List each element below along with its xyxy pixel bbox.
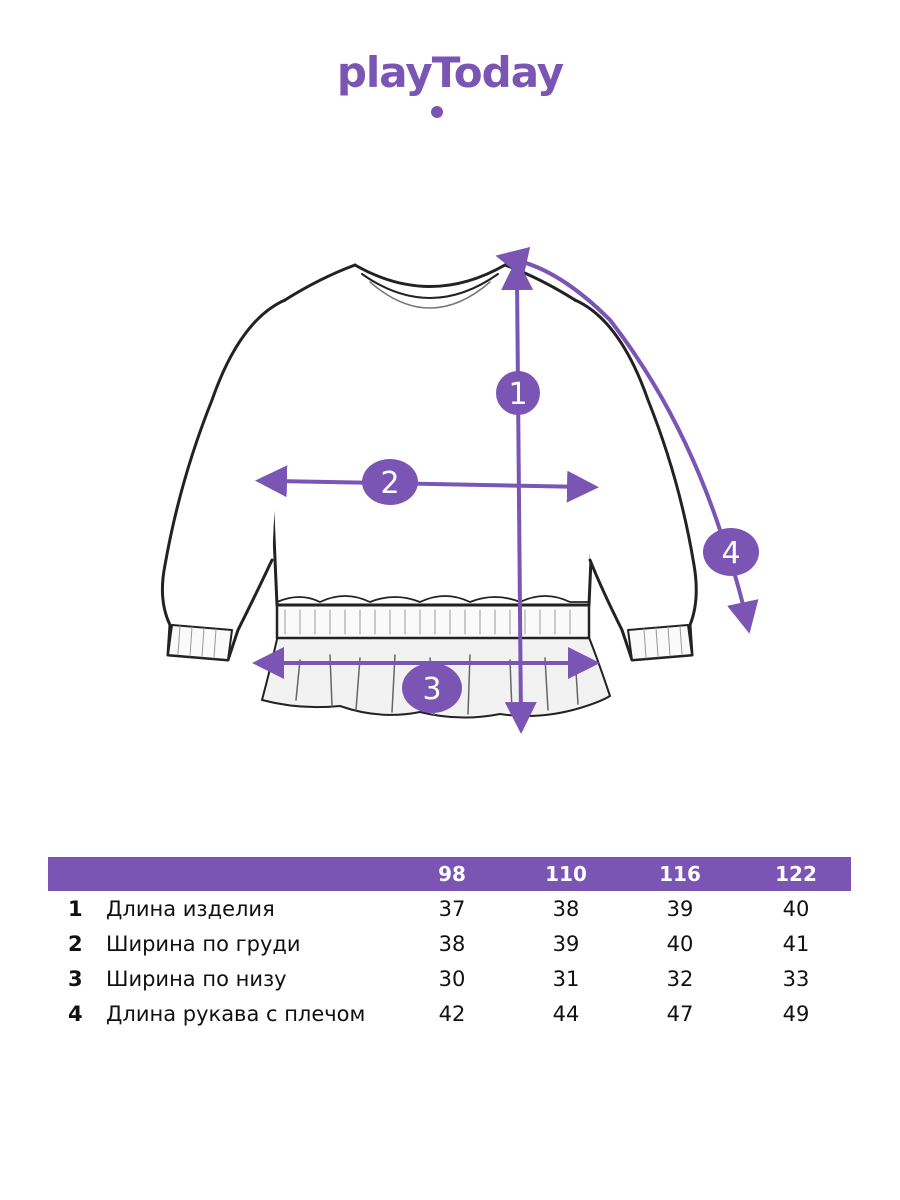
brand-logo-text: playToday — [336, 48, 564, 97]
row-label: Ширина по низу — [106, 967, 287, 991]
table-row: 3 Ширина по низу 30 31 32 33 — [48, 961, 851, 996]
row-value: 39 — [552, 932, 580, 956]
row-value: 33 — [782, 967, 810, 991]
size-header-98: 98 — [438, 862, 466, 886]
row-value: 38 — [552, 897, 580, 921]
sweatshirt-outline — [160, 263, 698, 719]
marker-badge-1: 1 — [496, 371, 540, 415]
row-label: Ширина по груди — [106, 932, 301, 956]
marker-badge-2: 2 — [362, 459, 418, 505]
size-table: 98 110 116 122 1 Длина изделия 37 38 39 … — [48, 857, 851, 1031]
row-value: 47 — [666, 1002, 694, 1026]
marker-badge-4: 4 — [703, 528, 759, 576]
size-table-header: 98 110 116 122 — [48, 857, 851, 891]
row-value: 41 — [782, 932, 810, 956]
row-value: 31 — [552, 967, 580, 991]
row-value: 49 — [782, 1002, 810, 1026]
marker-label-2: 2 — [380, 466, 399, 501]
size-header-122: 122 — [775, 862, 817, 886]
logo-dot-icon — [431, 106, 443, 118]
size-header-116: 116 — [659, 862, 701, 886]
row-value: 40 — [782, 897, 810, 921]
table-row: 4 Длина рукава с плечом 42 44 47 49 — [48, 996, 851, 1031]
row-number: 4 — [68, 1002, 83, 1026]
row-number: 1 — [68, 897, 83, 921]
brand-logo: playToday — [0, 48, 900, 118]
marker-label-3: 3 — [422, 672, 441, 707]
marker-label-1: 1 — [508, 377, 527, 412]
row-value: 32 — [666, 967, 694, 991]
row-label: Длина изделия — [106, 897, 275, 921]
marker-badge-3: 3 — [402, 663, 462, 713]
row-label: Длина рукава с плечом — [106, 1002, 366, 1026]
row-number: 3 — [68, 967, 83, 991]
row-value: 38 — [438, 932, 466, 956]
row-value: 40 — [666, 932, 694, 956]
garment-measurement-diagram: 1 2 3 4 — [160, 246, 759, 734]
row-value: 44 — [552, 1002, 580, 1026]
row-value: 39 — [666, 897, 694, 921]
marker-label-4: 4 — [721, 536, 740, 571]
table-row: 1 Длина изделия 37 38 39 40 — [48, 891, 851, 926]
table-row: 2 Ширина по груди 38 39 40 41 — [48, 926, 851, 961]
size-header-110: 110 — [545, 862, 587, 886]
row-value: 37 — [438, 897, 466, 921]
row-number: 2 — [68, 932, 83, 956]
row-value: 30 — [438, 967, 466, 991]
row-value: 42 — [438, 1002, 466, 1026]
